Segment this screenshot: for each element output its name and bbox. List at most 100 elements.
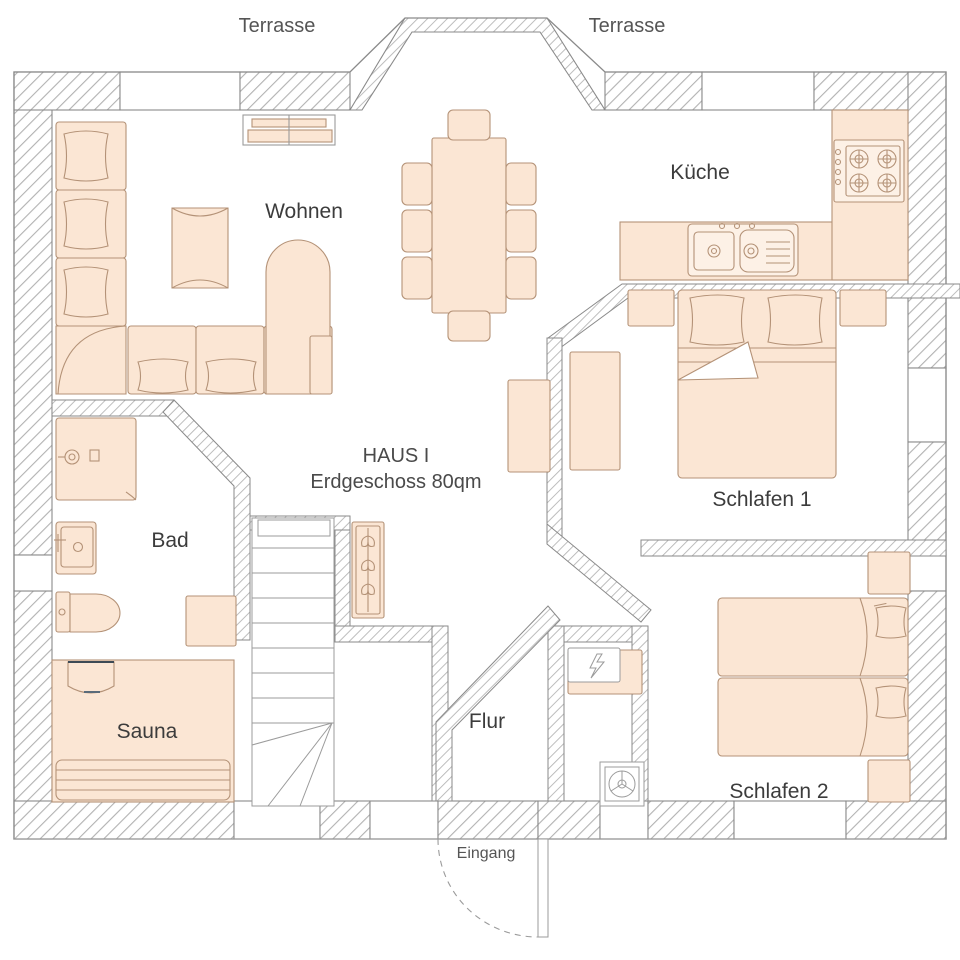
wall-left-upper: [13, 71, 53, 556]
sauna-bench: [55, 759, 231, 801]
entrance-door: [14, 838, 946, 938]
wall-bottom-e: [647, 800, 735, 840]
sauna-heater: [67, 661, 115, 694]
wall-bottom-c: [437, 800, 539, 840]
door-leaf: [537, 838, 549, 938]
dining-set: [401, 109, 537, 342]
label-schlafen-1: Schlafen 1: [712, 488, 811, 511]
cushion: [63, 198, 109, 250]
coat-rack: [351, 521, 385, 619]
washbasin: [54, 521, 97, 575]
sauna-room: [51, 659, 235, 803]
wall-right-c: [907, 590, 947, 840]
wall-top-left-b: [239, 71, 351, 111]
wall-bottom-d: [537, 800, 601, 840]
label-flur: Flur: [469, 710, 505, 733]
label-bad: Bad: [151, 529, 188, 552]
kitchen-furniture: [619, 109, 909, 281]
bath-fixtures: [54, 417, 237, 647]
wall-stair-right: [334, 515, 351, 643]
sectional-sofa: [55, 121, 333, 395]
gas-cooktop-4-burner: [833, 139, 905, 203]
wall-bottom-f: [845, 800, 947, 840]
wall-right-b: [907, 441, 947, 556]
nightstand: [839, 289, 887, 327]
cushion: [205, 358, 257, 394]
wall-top-right-a: [604, 71, 703, 111]
armchair: [171, 207, 229, 289]
window-top-right: [701, 71, 815, 111]
pillow: [875, 685, 907, 719]
label-terrasse-left: Terrasse: [239, 15, 316, 37]
shower-cabin: [55, 417, 137, 501]
wall-hall-top: [334, 625, 449, 643]
winder-step: [251, 722, 333, 746]
cushion: [137, 358, 189, 394]
double-sink: [687, 222, 799, 277]
washing-machine: [599, 761, 645, 807]
label-terrasse-right: Terrasse: [589, 15, 666, 37]
pillow: [767, 294, 823, 346]
nightstand: [627, 289, 675, 327]
winder-step: [299, 722, 333, 807]
double-bed: [677, 289, 837, 479]
label-schlafen-2: Schlafen 2: [729, 780, 828, 803]
window-left: [13, 554, 53, 592]
pillow: [873, 602, 907, 639]
window-right-a: [907, 367, 947, 443]
nightstand: [867, 551, 911, 595]
dining-chairs: [401, 109, 537, 342]
wardrobe: [569, 351, 621, 471]
cushion: [63, 130, 109, 182]
bedroom1-furniture: [507, 289, 887, 479]
dining-chair: [505, 256, 537, 300]
bath-cabinet: [185, 595, 237, 647]
window-bottom-b: [599, 800, 649, 840]
winder-step: [267, 722, 333, 807]
utility-closet: [567, 647, 645, 807]
wardrobe: [507, 379, 551, 473]
wall-bottom-b: [319, 800, 371, 840]
tv-media-unit: [242, 114, 336, 146]
dining-table: [431, 137, 507, 314]
lightning-bolt-icon: [589, 653, 606, 679]
plan-title-line1: HAUS I: [363, 445, 430, 467]
bedroom2-furniture: [567, 551, 911, 803]
staircase: [251, 517, 335, 807]
wall-top-left-a: [13, 71, 121, 111]
nightstand: [867, 759, 911, 803]
single-bed: [717, 597, 909, 677]
label-eingang: Eingang: [457, 845, 516, 862]
wall-hall-right: [547, 625, 565, 802]
plan-title-line2: Erdgeschoss 80qm: [310, 471, 481, 493]
entrance-door-opening: [369, 800, 439, 840]
dining-chair: [505, 209, 537, 253]
wall-center-angle-bottom: [546, 522, 652, 623]
label-kueche: Küche: [670, 161, 730, 184]
walls-group: [13, 17, 947, 840]
label-sauna: Sauna: [117, 720, 178, 743]
wall-wohnen-bad: [51, 399, 175, 417]
pillow: [689, 294, 745, 346]
dining-chair: [401, 209, 433, 253]
window-bottom-a: [233, 800, 321, 840]
terrace-door-left: [119, 71, 241, 111]
stair-outline: [251, 517, 335, 807]
toilet: [55, 591, 121, 633]
dining-chair: [447, 310, 491, 342]
window-right-b: [907, 554, 947, 592]
single-bed: [717, 677, 909, 757]
dining-chair: [447, 109, 491, 141]
dining-chair: [505, 162, 537, 206]
door-swing-arc: [437, 838, 539, 938]
living-room-furniture: [55, 114, 336, 395]
wall-right-a: [907, 71, 947, 369]
window-bottom-c: [733, 800, 847, 840]
wall-hall-angle: [435, 605, 561, 802]
wall-bottom-a: [13, 800, 235, 840]
dining-chair: [401, 162, 433, 206]
cushion: [63, 266, 109, 318]
dining-chair: [401, 256, 433, 300]
